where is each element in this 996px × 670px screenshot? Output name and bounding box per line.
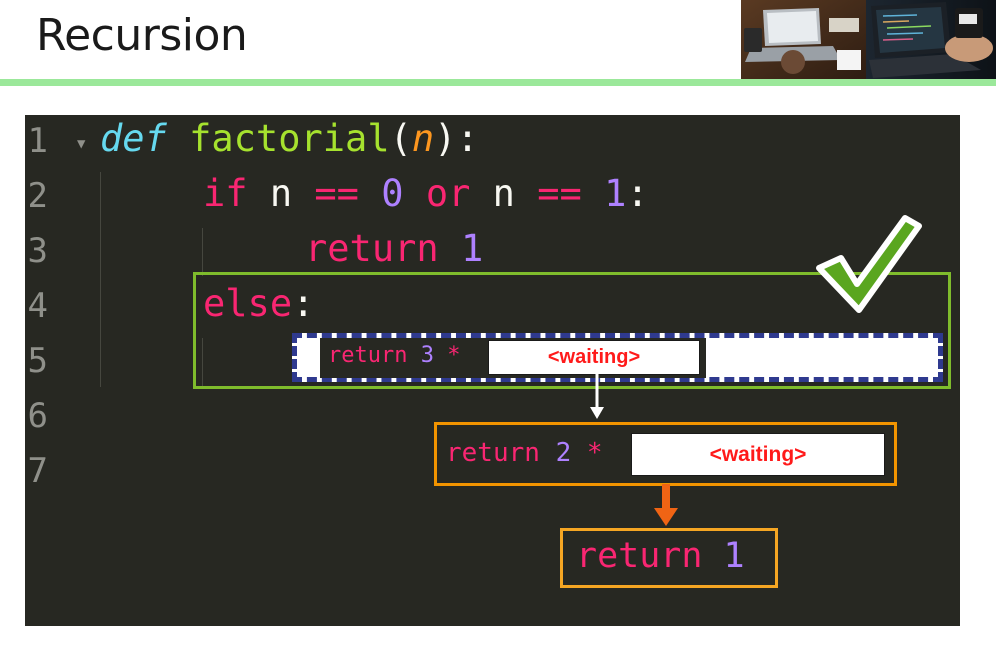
eq-operator: == <box>314 172 359 215</box>
def-keyword: def <box>100 117 167 160</box>
line-number-2: 2 <box>27 176 48 216</box>
return-keyword: return <box>328 343 408 368</box>
code-line-3: return 1 <box>305 227 483 270</box>
line-number-5: 5 <box>27 341 48 381</box>
open-paren: ( <box>389 117 412 160</box>
title-underline <box>0 79 996 86</box>
call-2-text: return 2 * <box>446 438 603 468</box>
var-n: n <box>492 172 515 215</box>
multiply-operator: * <box>447 343 461 368</box>
number-one: 1 <box>604 172 627 215</box>
number-one: 1 <box>460 227 484 270</box>
line-number-6: 6 <box>27 396 48 436</box>
indent-guide <box>202 228 203 276</box>
else-keyword: else <box>203 282 293 325</box>
line-number-3: 3 <box>27 231 48 271</box>
indent-guide <box>202 338 203 386</box>
line-number-1: 1 <box>27 121 48 161</box>
parameter: n <box>411 117 435 160</box>
indent-guide <box>100 172 101 387</box>
or-keyword: or <box>425 172 471 215</box>
slide-title: Recursion <box>36 10 248 61</box>
line-number-4: 4 <box>27 286 48 326</box>
waiting-placeholder-3: <waiting> <box>488 340 700 375</box>
if-keyword: if <box>203 172 248 215</box>
number-three: 3 <box>420 343 434 368</box>
call-1-text: return 1 <box>576 536 745 576</box>
code-line-4: else: <box>203 282 314 325</box>
multiply-operator: * <box>586 438 603 468</box>
return-keyword: return <box>446 438 540 468</box>
return-keyword: return <box>305 227 439 270</box>
number-two: 2 <box>555 438 572 468</box>
line-number-7: 7 <box>27 451 48 491</box>
eq-operator: == <box>537 172 582 215</box>
number-zero: 0 <box>381 172 404 215</box>
call-3-text: return 3 * <box>328 343 460 368</box>
code-line-2: if n == 0 or n == 1: <box>203 172 649 215</box>
arrow-down-icon <box>590 373 604 419</box>
waiting-placeholder-2: <waiting> <box>631 433 885 476</box>
laptop-desk-photo <box>741 0 996 79</box>
return-keyword: return <box>576 536 703 576</box>
close-paren-colon: ): <box>434 117 479 160</box>
function-name: factorial <box>189 117 390 160</box>
fold-arrow-icon[interactable]: ▼ <box>77 136 86 152</box>
code-line-1: def factorial(n): <box>100 117 479 160</box>
colon: : <box>292 282 315 325</box>
call-frame-1 <box>560 528 778 588</box>
checkmark-icon <box>816 215 922 313</box>
arrow-down-icon <box>654 484 678 526</box>
number-one: 1 <box>723 536 745 576</box>
else-branch-highlight <box>193 272 951 389</box>
var-n: n <box>269 172 293 215</box>
colon: : <box>626 172 649 215</box>
